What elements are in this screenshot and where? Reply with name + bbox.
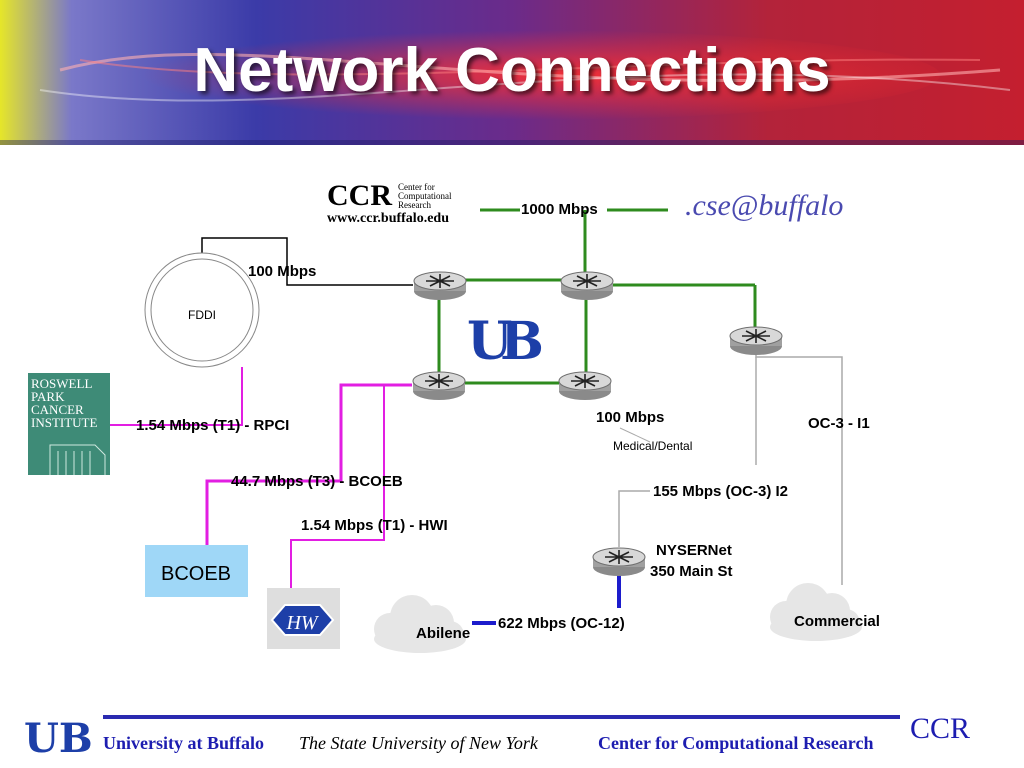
label-abilene: Abilene	[416, 625, 470, 642]
label-nysernet-address: 350 Main St	[650, 563, 733, 580]
label-medical-100-mbps: 100 Mbps	[596, 409, 664, 426]
rpci-logo-line1: ROSWELL	[31, 376, 92, 391]
label-medical-dental: Medical/Dental	[613, 439, 692, 453]
svg-text:U: U	[467, 311, 512, 372]
label-oc12-link: 622 Mbps (OC-12)	[498, 615, 625, 632]
link-rpci	[110, 367, 243, 426]
ccr-logo-url: www.ccr.buffalo.edu	[327, 211, 449, 226]
ccr-logo-line3: Research	[398, 200, 431, 210]
label-hwi-link: 1.54 Mbps (T1) - HWI	[301, 517, 448, 534]
label-bcoeb-link: 44.7 Mbps (T3) - BCOEB	[231, 473, 403, 490]
rpci-logo-line4: INSTITUTE	[31, 415, 97, 430]
link-hwi	[290, 385, 385, 588]
link-bcoeb	[205, 383, 412, 545]
label-1000-mbps: 1000 Mbps	[521, 201, 598, 218]
ccr-logo: CCR Center for Computational Research ww…	[327, 179, 452, 226]
router-bottom-center	[558, 371, 612, 401]
fddi-ring: FDDI	[144, 252, 260, 368]
link-fddi	[201, 237, 413, 286]
page-title: Network Connections	[193, 36, 831, 105]
rpci-logo-line3: CANCER	[31, 402, 84, 417]
rpci-logo: ROSWELL PARK CANCER INSTITUTE	[28, 373, 110, 475]
banner-background	[0, 0, 1024, 145]
ccr-logo-mark: CCR	[327, 179, 392, 212]
footer-university: University at Buffalo	[103, 733, 264, 753]
footer-bar: UB	[24, 715, 900, 762]
footer-center: Center for Computational Research	[598, 733, 874, 753]
link-medical	[619, 427, 651, 443]
label-rpci-link: 1.54 Mbps (T1) - RPCI	[136, 417, 289, 434]
ccr-logo-line2: Computational	[398, 191, 452, 201]
hw-logo-text: HW	[285, 612, 319, 634]
hw-logo: HW	[267, 588, 340, 649]
link-i2	[618, 490, 650, 547]
ub-logo: U B	[467, 311, 544, 372]
ccr-logo-line1: Center for	[398, 182, 435, 192]
commercial-cloud	[770, 583, 862, 641]
cse-buffalo-logo: .cse@buffalo	[685, 189, 843, 222]
title-banner: Network Connections	[0, 0, 1024, 145]
abilene-cloud	[374, 595, 466, 653]
rpci-logo-line2: PARK	[31, 389, 65, 404]
label-i2-link: 155 Mbps (OC-3) I2	[653, 483, 788, 500]
router-top-center	[560, 271, 614, 301]
bcoeb-label: BCOEB	[161, 563, 231, 585]
link-oc3-i1	[755, 350, 843, 585]
label-fddi-100-mbps: 100 Mbps	[248, 263, 316, 280]
label-oc3-i1: OC-3 - I1	[808, 415, 870, 432]
network-diagram: FDDI CCR Center for Computational Resear…	[28, 179, 880, 653]
bcoeb-node: BCOEB	[145, 545, 248, 597]
svg-text:B: B	[500, 311, 544, 372]
label-nysernet: NYSERNet	[656, 542, 732, 559]
label-commercial: Commercial	[794, 613, 880, 630]
footer-ub-logo: UB	[24, 715, 93, 762]
router-right	[729, 326, 783, 356]
router-top-left	[413, 271, 467, 301]
footer-ccr-logo: CCR	[910, 712, 971, 745]
fddi-label: FDDI	[188, 308, 216, 322]
footer-state-university: The State University of New York	[299, 733, 538, 753]
router-nysernet	[592, 547, 646, 577]
router-bottom-left	[412, 371, 466, 401]
